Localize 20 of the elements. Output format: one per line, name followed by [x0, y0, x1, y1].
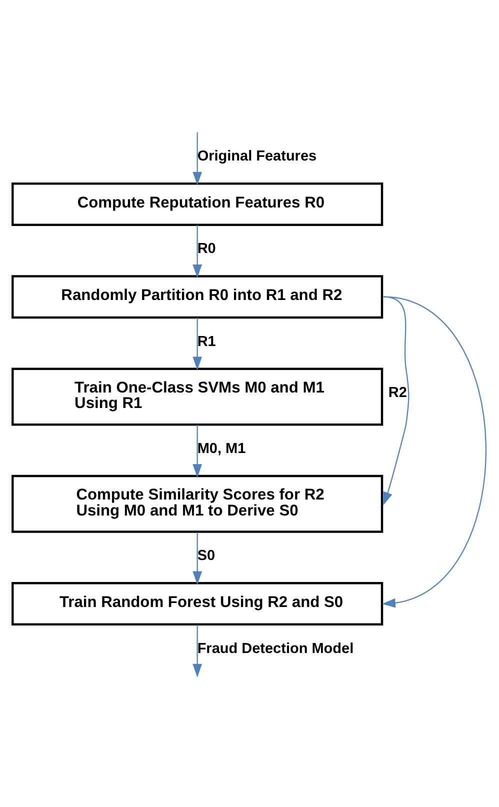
arrow [192, 132, 202, 185]
arrow [192, 424, 202, 478]
node-box: Compute Similarity Scores for R2 Using M0 and M1 to Derive S0 [12, 474, 384, 532]
arrow [382, 296, 486, 608]
edge-label: Fraud Detection Model [197, 640, 354, 656]
edge-label: M0, M1 [197, 440, 246, 456]
node-box: Randomly Partition R0 into R1 and R2 [12, 274, 384, 318]
edge-label: S0 [197, 548, 216, 564]
arrow [192, 532, 202, 584]
edge-label: R2 [388, 384, 407, 400]
node-box: Compute Reputation Features R0 [12, 182, 384, 226]
edge-label: Original Features [197, 148, 317, 164]
node-box: Train Random Forest Using R2 and S0 [12, 582, 384, 626]
arrow [192, 224, 202, 278]
edge-label: R0 [197, 240, 216, 257]
arrow [383, 296, 410, 505]
arrow [192, 317, 202, 370]
arrow [192, 624, 202, 677]
edge-label: R1 [197, 333, 216, 350]
node-box: Train One-Class SVMs M0 and M1 Using R1 [12, 367, 384, 426]
